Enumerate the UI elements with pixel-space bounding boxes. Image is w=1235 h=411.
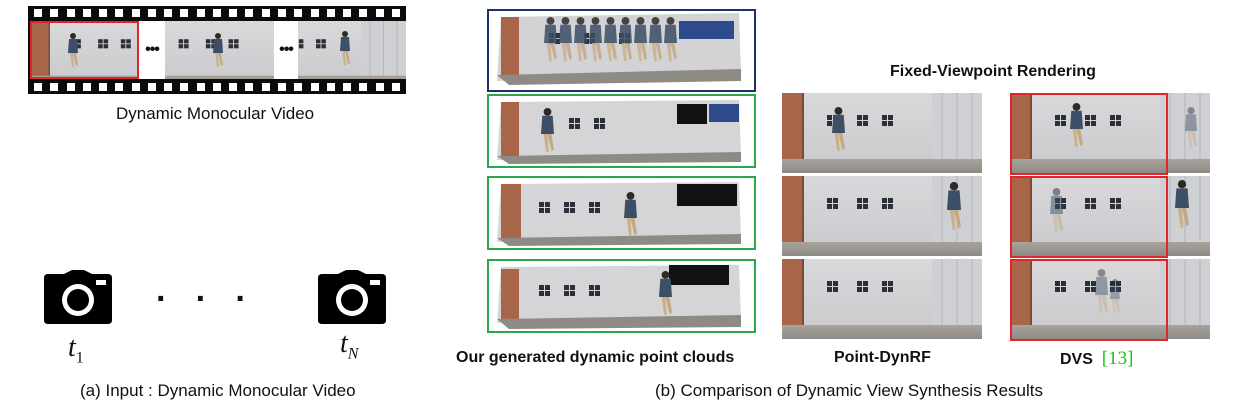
point-dynrf-render-2 [782,176,988,258]
frame-gap-ellipsis-1: ••• [139,21,165,79]
point-cloud-frame-1 [487,94,756,168]
video-frame-3 [298,21,406,79]
citation-13[interactable]: [13] [1101,348,1134,369]
fixed-viewpoint-title: Fixed-Viewpoint Rendering [890,63,1096,80]
time-symbol-first: t [68,332,76,363]
sprocket-holes-top [34,9,400,17]
camera-ellipsis: · · · [156,280,247,318]
point-cloud-caption: Our generated dynamic point clouds [456,349,735,366]
method-name-dvs: DVS [1060,351,1093,368]
video-frame-2 [165,21,274,79]
panel-a-caption: (a) Input : Dynamic Monocular Video [80,381,356,400]
point-cloud-frame-2 [487,176,756,250]
time-subscript-last: N [347,345,359,363]
panel-b-caption: (b) Comparison of Dynamic View Synthesis… [655,381,1043,400]
frame-gap-ellipsis-2: ••• [274,21,298,79]
camera-icon-first [44,270,112,329]
method-label-dvs: DVS [13] [1060,348,1133,370]
point-dynrf-render-3 [782,259,988,341]
film-strip: ••• ••• [28,6,406,94]
dvs-render-1 [1010,93,1220,175]
sprocket-holes-bottom [34,83,400,91]
dynamic-point-cloud-all-frames [487,9,756,92]
dvs-render-3 [1010,259,1220,341]
film-caption: Dynamic Monocular Video [116,104,315,123]
dvs-render-2 [1010,176,1220,258]
time-symbol-last: t [340,328,348,359]
time-label-first: t1 [68,332,84,368]
method-label-point-dynrf: Point-DynRF [834,349,931,366]
time-subscript-first: 1 [75,349,84,367]
video-frame-1 [30,21,139,79]
point-cloud-frame-3 [487,259,756,333]
point-dynrf-render-1 [782,93,988,175]
camera-icon-last [318,270,386,329]
time-label-last: tN [340,328,358,364]
